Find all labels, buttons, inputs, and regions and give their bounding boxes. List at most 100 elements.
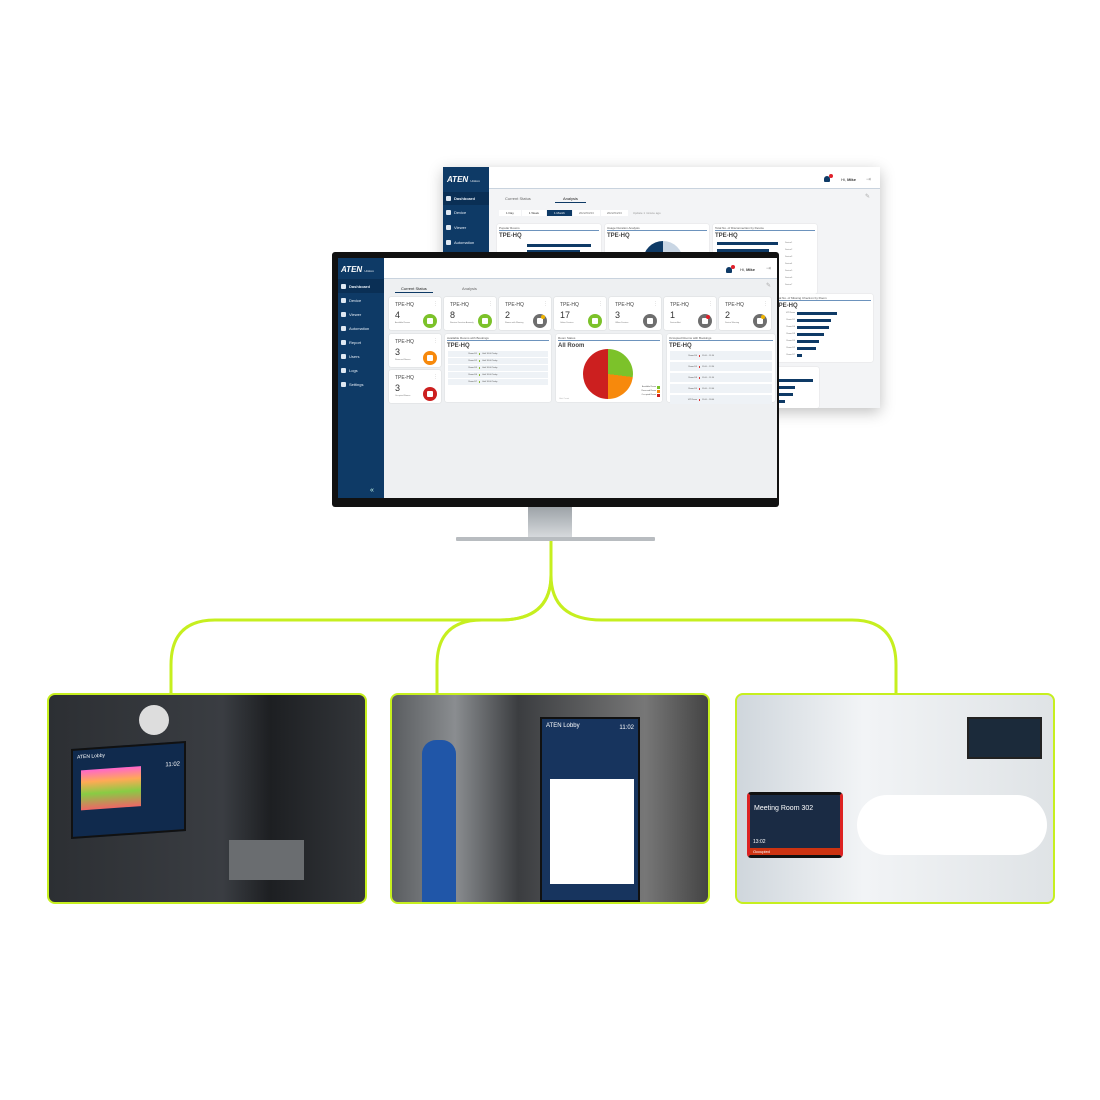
bar-label: Device1 [785,241,793,244]
range-selector: 1 Day 1 Week 1 Month 2022/03/23 2022/04/… [499,210,665,216]
bar-label: Room#01 [786,319,795,321]
edit-icon[interactable]: ✎ [864,194,870,200]
status-icon [423,387,437,401]
stat-value: 3 [615,310,621,320]
tab-current-status[interactable]: Current Status [505,196,531,201]
status-icon [423,314,437,328]
bar-label: VIP Room [785,312,795,314]
more-menu-icon[interactable]: ⋮ [433,301,438,307]
person [422,740,456,902]
tab-analysis[interactable]: Analysis [555,196,586,203]
stat-site: TPE-HQ [450,302,469,308]
video-conference-display [967,717,1042,759]
logout-icon[interactable]: ⇥ [765,266,771,272]
reception-desk [229,840,304,880]
bar-label: Device6 [785,276,793,279]
edit-icon[interactable]: ✎ [765,283,771,289]
status-icon [478,314,492,328]
nav-icon [341,325,346,331]
stat-site: TPE-HQ [505,302,524,308]
range-1-day[interactable]: 1 Day [499,210,521,216]
logo: ATEN Unizon [341,265,374,274]
stat-label: Device Alert [670,322,681,324]
unit-label: Unit: Count [559,398,570,400]
more-menu-icon[interactable]: ⋮ [433,338,438,344]
user-greeting: Hi, Mike [740,267,755,272]
more-menu-icon[interactable]: ⋮ [543,301,548,307]
meeting-room-photo: Meeting Room 302 13:02 Occupied [735,693,1055,904]
sidebar-item-report[interactable]: Report [338,335,384,349]
nav-label: Device [349,297,362,303]
sidebar-item-settings[interactable]: Settings [338,377,384,391]
range-1-month[interactable]: 1 Month [546,210,572,216]
bar-label: Room#07 [786,354,795,356]
bar [797,312,837,315]
more-menu-icon[interactable]: ⋮ [763,301,768,307]
stat-value: 8 [450,310,456,320]
sidebar-item-viewer[interactable]: Viewer [443,220,489,235]
more-menu-icon[interactable]: ⋮ [598,301,603,307]
available-rooms-card: Available Rooms with Bookings TPE-HQ Roo… [445,334,551,402]
stat-site: TPE-HQ [395,339,414,345]
stat-value: 1 [670,310,676,320]
tab-current-status[interactable]: Current Status [395,286,433,293]
date-from-input[interactable]: 2022/03/23 [572,210,600,216]
status-icon [588,314,602,328]
sidebar-item-automation[interactable]: Automation [443,235,489,250]
stat-value: 17 [560,310,571,320]
nav-label: Report [349,339,362,345]
sidebar-item-viewer[interactable]: Viewer [338,307,384,321]
more-menu-icon[interactable]: ⋮ [708,301,713,307]
bell-icon[interactable] [824,174,833,182]
range-1-week[interactable]: 1 Week [521,210,546,216]
tab-analysis[interactable]: Analysis [462,286,477,291]
bar [527,250,580,253]
stat-site: TPE-HQ [615,302,634,308]
sidebar-item-device[interactable]: Device [443,205,489,220]
stat-label: Occupied Rooms [395,395,411,397]
stat-label: Available Rooms [395,322,410,324]
bar-label: Device7 [785,283,793,286]
status-icon [698,314,712,328]
bar-label: Device2 [785,248,793,251]
room-booking-panel: Meeting Room 302 13:02 Occupied [747,792,843,858]
more-menu-icon[interactable]: ⋮ [433,374,438,380]
stat-label: Receive Function Anomaly [450,322,474,324]
stat-site: TPE-HQ [670,302,689,308]
date-to-input[interactable]: 2022/04/23 [600,210,628,216]
alert-dot [706,315,710,319]
meeting-table [857,795,1047,855]
bar-label: Device3 [785,255,793,258]
bar [717,242,778,245]
collapse-sidebar-button[interactable]: « [370,487,374,494]
sidebar-item-dashboard[interactable]: Dashboard [443,192,489,205]
bell-icon[interactable] [726,265,735,273]
bar [797,333,825,336]
sidebar-item-logs[interactable]: Logs [338,363,384,377]
bar [797,340,819,343]
nav-icon [341,367,346,373]
logout-icon[interactable]: ⇥ [865,177,871,183]
more-menu-icon[interactable]: ⋮ [488,301,493,307]
bar-label: Room#09 [786,340,795,342]
sidebar-item-users[interactable]: Users [338,349,384,363]
sidebar-item-device[interactable]: Device [338,293,384,307]
sidebar-item-automation[interactable]: Automation [338,321,384,335]
more-menu-icon[interactable]: ⋮ [653,301,658,307]
sidebar-item-dashboard[interactable]: Dashboard [338,279,384,293]
